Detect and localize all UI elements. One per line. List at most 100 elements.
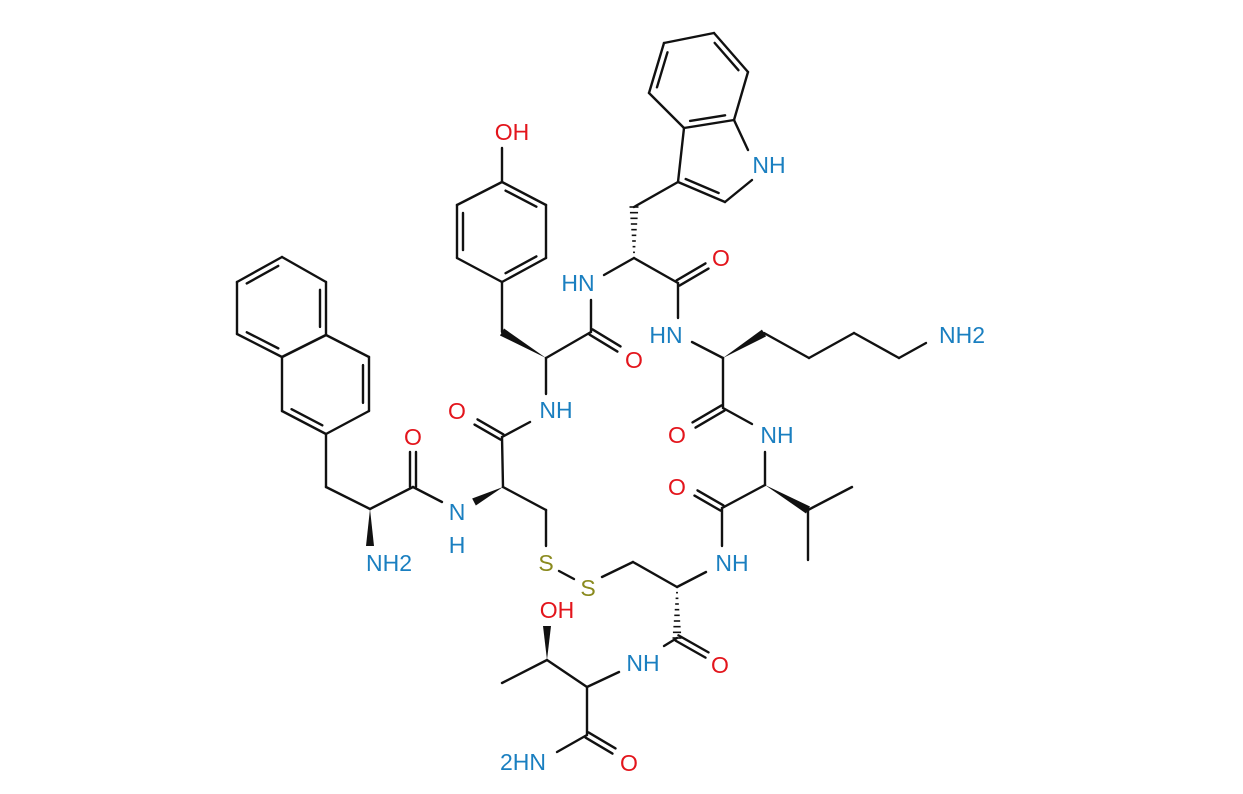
atom-label-carbonyl-o: O [712, 245, 730, 271]
atom-label-tyr-oh: OH [495, 119, 530, 145]
single-bond [324, 409, 371, 436]
atom-label-carbonyl-o: O [711, 652, 729, 678]
single-bond [368, 485, 415, 511]
single-bond [647, 91, 686, 130]
single-bond [280, 255, 328, 284]
atom-label-amide-nh: NH [626, 650, 659, 676]
atom-label-indole-nh: NH [752, 152, 785, 178]
single-bond [852, 331, 901, 360]
single-bond [762, 331, 811, 360]
single-bond [675, 570, 708, 589]
single-bond [723, 178, 754, 204]
aromatic-bond [647, 41, 666, 95]
single-bond [721, 406, 754, 426]
single-bond [676, 126, 686, 184]
atom-label-amide-nh: NH [760, 422, 793, 448]
double-bond [674, 639, 707, 659]
atom-label-amide-nh: NH [539, 397, 572, 423]
aromatic-bond [500, 180, 548, 207]
atom-label-sulfur: S [580, 575, 595, 601]
single-bond [324, 333, 371, 359]
atom-labels: OH NH HN O HN NH2 O O NH O O NH N H O NH… [366, 119, 985, 776]
double-bond [694, 409, 726, 429]
aromatic-bond [682, 118, 736, 130]
aromatic-bond [280, 409, 328, 436]
bonds [235, 31, 928, 755]
single-bond [280, 333, 328, 359]
single-bond [732, 118, 750, 152]
double-bond [696, 489, 725, 507]
atom-label-sulfur: S [538, 550, 553, 576]
wedge-bond [472, 487, 503, 506]
atom-label-carbonyl-o: O [625, 347, 643, 373]
single-bond [455, 256, 504, 284]
atom-label-lys-nh2: NH2 [939, 322, 985, 348]
atom-label-amide-n: N [449, 499, 466, 525]
single-bond [732, 70, 750, 122]
double-bond [678, 267, 710, 287]
aromatic-bond [235, 255, 284, 284]
wedge-bond [366, 509, 374, 546]
single-bond [807, 331, 856, 360]
single-bond [585, 670, 621, 689]
single-bond [500, 435, 505, 489]
atom-label-n-terminal-nh2: NH2 [366, 550, 412, 576]
atom-label-amide-nh: NH [715, 550, 748, 576]
atom-label-carbonyl-o: O [404, 424, 422, 450]
single-bond [500, 658, 549, 685]
double-bond [591, 328, 622, 348]
aromatic-inner-bond [684, 177, 720, 195]
aromatic-bond [235, 332, 284, 359]
single-bond [632, 180, 680, 209]
double-bond [693, 494, 722, 512]
single-bond [500, 420, 532, 439]
wedge-bond [723, 329, 767, 358]
atom-label-thr-oh: OH [540, 597, 575, 623]
single-bond [411, 485, 444, 504]
aromatic-inner-bond [245, 331, 280, 350]
double-bond [473, 423, 502, 441]
single-bond [602, 256, 636, 277]
single-bond [557, 569, 576, 581]
double-bond [588, 333, 619, 353]
single-bond [720, 483, 767, 510]
single-bond [662, 31, 716, 45]
single-bond [897, 341, 928, 360]
aromatic-inner-bond [245, 264, 280, 285]
double-bond [587, 731, 617, 750]
atom-label-c-terminal-nh2: 2HN [500, 749, 546, 775]
aromatic-bond [676, 180, 727, 204]
aromatic-bond [712, 31, 750, 74]
wedge-bond [499, 328, 546, 358]
atom-label-carbonyl-o: O [668, 474, 686, 500]
single-bond [555, 733, 589, 754]
single-bond [690, 340, 725, 360]
aromatic-inner-bond [713, 41, 740, 72]
wedge-bond [543, 626, 551, 660]
single-bond [632, 256, 680, 285]
aromatic-inner-bond [504, 189, 538, 208]
single-bond [501, 485, 548, 512]
double-bond [677, 634, 710, 654]
aromatic-inner-bond [504, 255, 538, 275]
aromatic-inner-bond [290, 408, 324, 427]
single-bond [455, 180, 504, 207]
atom-label-carbonyl-o: O [620, 750, 638, 776]
aromatic-bond [500, 256, 548, 284]
wedge-bond [765, 485, 811, 514]
single-bond [545, 658, 589, 689]
double-bond [675, 262, 707, 282]
single-bond [662, 636, 679, 648]
double-bond [476, 418, 505, 436]
atom-label-amide-h: H [449, 532, 466, 558]
atom-label-carbonyl-o: O [448, 398, 466, 424]
double-bond [691, 404, 723, 424]
single-bond [600, 560, 635, 579]
single-bond [631, 560, 679, 589]
aromatic-inner-bond [655, 51, 669, 89]
single-bond [806, 485, 854, 512]
atom-label-amide-hn: HN [649, 322, 682, 348]
atom-label-amide-hn: HN [561, 270, 594, 296]
single-bond [324, 485, 372, 511]
